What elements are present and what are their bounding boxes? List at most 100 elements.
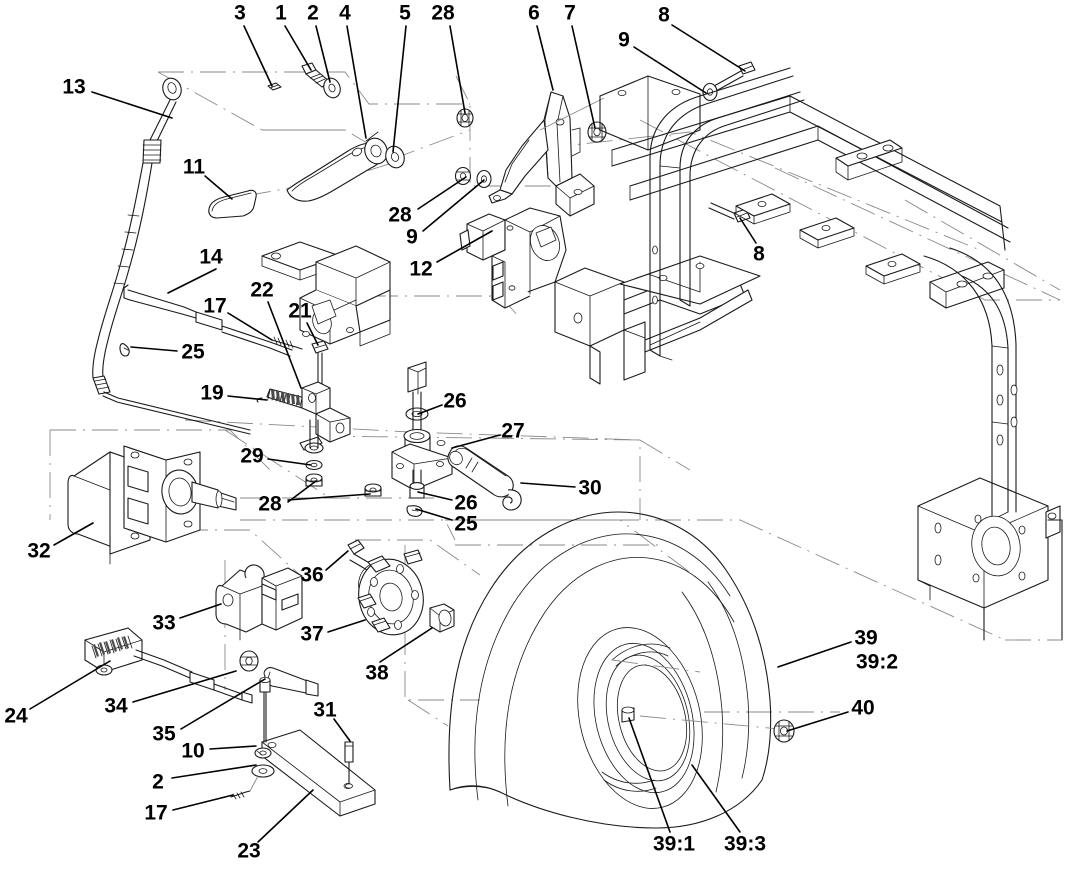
part-22-spring-anchor-bracket xyxy=(301,381,351,443)
leader-line-33 xyxy=(179,603,222,619)
leader-line-30 xyxy=(520,482,576,488)
part-5-washer xyxy=(385,145,405,169)
part-39-wheel-and-tire-assembly xyxy=(448,511,791,829)
callout-13: 13 xyxy=(62,75,86,99)
leader-line-28 xyxy=(417,176,467,210)
part-40-lug-nut xyxy=(773,719,795,743)
leader-line-11 xyxy=(204,175,233,200)
part-26-27-pivot-stack xyxy=(391,361,453,517)
leader-line-37 xyxy=(327,619,366,633)
callout-leader-lines xyxy=(29,24,852,843)
leader-line-1 xyxy=(284,25,312,71)
part-34-pedal-rod xyxy=(133,649,253,704)
callout-3: 3 xyxy=(234,1,246,25)
part-11-handle-grip xyxy=(208,189,257,219)
callout-10: 10 xyxy=(181,739,205,763)
leader-line-26 xyxy=(417,404,443,415)
callout-39-1: 39:1 xyxy=(652,832,696,856)
callout-31: 31 xyxy=(313,698,337,722)
leader-line-8 xyxy=(671,24,746,72)
leader-line-39-1 xyxy=(628,717,671,833)
leader-line-35 xyxy=(180,678,266,730)
leader-line-c28c2 xyxy=(287,480,317,503)
part-8-bolt-top xyxy=(713,61,756,92)
part-32-hydraulic-motor-left xyxy=(67,445,237,565)
callout-12: 12 xyxy=(409,257,433,281)
part-10-lock-washer xyxy=(254,747,272,759)
callout-25: 25 xyxy=(181,340,205,364)
callout-25: 25 xyxy=(454,512,478,536)
callout-11: 11 xyxy=(182,155,206,179)
callout-22: 22 xyxy=(250,278,274,302)
callout-9: 9 xyxy=(406,225,418,249)
leader-line-39 xyxy=(777,641,852,668)
chassis-right-post-and-housing xyxy=(917,247,1063,641)
leader-line-2 xyxy=(315,25,331,83)
leader-line-12 xyxy=(436,230,493,263)
callout-38: 38 xyxy=(365,661,389,685)
leader-line-25 xyxy=(415,508,453,521)
callout-36: 36 xyxy=(300,563,324,587)
leader-line-5 xyxy=(392,25,407,153)
callout-2: 2 xyxy=(307,1,319,25)
callout-29: 29 xyxy=(240,444,264,468)
leader-line-14 xyxy=(167,268,217,294)
callout-7: 7 xyxy=(564,1,576,25)
part-28-locknut-mid xyxy=(454,166,472,186)
leader-line-17 xyxy=(172,794,234,811)
part-13-control-cable xyxy=(92,77,251,435)
callout-17: 17 xyxy=(203,294,227,318)
part-22-mount-bracket-upper xyxy=(261,241,391,347)
leader-line-27 xyxy=(451,434,501,449)
leader-line-36 xyxy=(325,550,349,571)
part-4-control-arm xyxy=(286,131,395,202)
phantom-construction-lines xyxy=(49,71,1061,727)
callout-8: 8 xyxy=(753,242,765,266)
part-31-roll-pin xyxy=(344,741,354,789)
leader-line-3 xyxy=(243,25,273,87)
part-37-wheel-hub xyxy=(357,549,424,636)
part-35-carriage-bolt xyxy=(239,650,319,697)
callout-27: 27 xyxy=(501,419,525,443)
callout-39-3: 39:3 xyxy=(723,832,767,856)
callout-26: 26 xyxy=(443,389,467,413)
leader-line-2 xyxy=(171,764,257,779)
callout-28: 28 xyxy=(388,203,412,227)
leader-line-23 xyxy=(257,789,314,843)
leader-line-9 xyxy=(422,179,485,232)
leader-line-6 xyxy=(536,25,554,91)
part-17-cotter-pin-upper xyxy=(271,336,303,350)
part-29-28-fastener-stack xyxy=(299,419,382,497)
leader-line-40 xyxy=(786,711,849,732)
part-3-screw xyxy=(267,82,282,91)
callout-34: 34 xyxy=(104,694,128,718)
callout-40: 40 xyxy=(851,696,875,720)
leader-line-38 xyxy=(379,627,433,663)
callout-37: 37 xyxy=(300,622,324,646)
part-33-pedal-bracket xyxy=(215,564,303,641)
chassis-frame-rails xyxy=(599,67,1011,361)
part-6-support-bracket xyxy=(488,91,605,217)
part-12-hydraulic-motor xyxy=(459,207,761,385)
leader-line-28 xyxy=(449,25,466,114)
callout-24: 24 xyxy=(4,704,28,728)
leader-line-8 xyxy=(739,217,757,244)
callout-26: 26 xyxy=(454,491,478,515)
callout-35: 35 xyxy=(152,722,176,746)
leader-line-10 xyxy=(209,745,257,750)
callout-39: 39 xyxy=(854,626,878,650)
leader-line-28 xyxy=(287,493,371,501)
leader-line-17 xyxy=(227,312,273,341)
callout-33: 33 xyxy=(152,611,176,635)
part-25-retaining-clip-upper xyxy=(119,343,130,357)
part-24-pedal-pad xyxy=(84,627,143,676)
leader-line-7 xyxy=(571,25,596,129)
part-8-bolt-lower xyxy=(708,202,751,223)
callout-17: 17 xyxy=(144,801,168,825)
leader-line-32 xyxy=(53,522,94,546)
leader-line-19 xyxy=(227,395,268,401)
callout-2: 2 xyxy=(152,770,164,794)
callout-9: 9 xyxy=(618,28,630,52)
